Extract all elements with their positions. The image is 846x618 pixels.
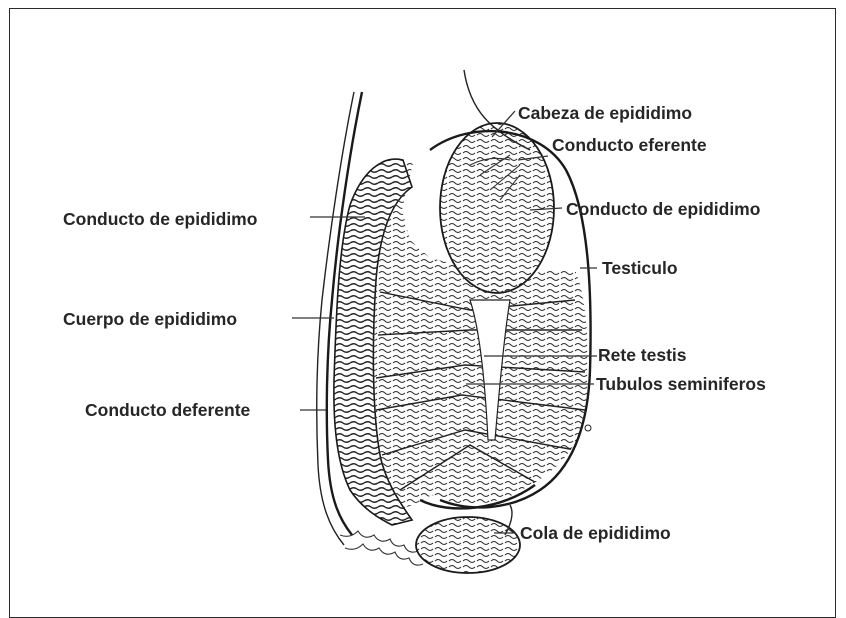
label-rete-testis: Rete testis — [598, 345, 687, 365]
testis-illustration — [317, 70, 591, 573]
epididymis-diagram: Cabeza de epididimo Conducto eferente Co… — [0, 0, 846, 594]
label-conducto-de-epididimo-right: Conducto de epididimo — [566, 199, 760, 219]
label-conducto-eferente: Conducto eferente — [552, 135, 707, 155]
label-tubulos-seminiferos: Tubulos seminiferos — [596, 374, 766, 394]
label-cuerpo-de-epididimo: Cuerpo de epididimo — [63, 309, 237, 329]
label-conducto-de-epididimo-left: Conducto de epididimo — [63, 209, 257, 229]
label-conducto-deferente: Conducto deferente — [85, 400, 251, 420]
label-cabeza-de-epididimo: Cabeza de epididimo — [518, 103, 692, 123]
label-testiculo: Testiculo — [602, 258, 678, 278]
label-cola-de-epididimo: Cola de epididimo — [520, 523, 671, 543]
